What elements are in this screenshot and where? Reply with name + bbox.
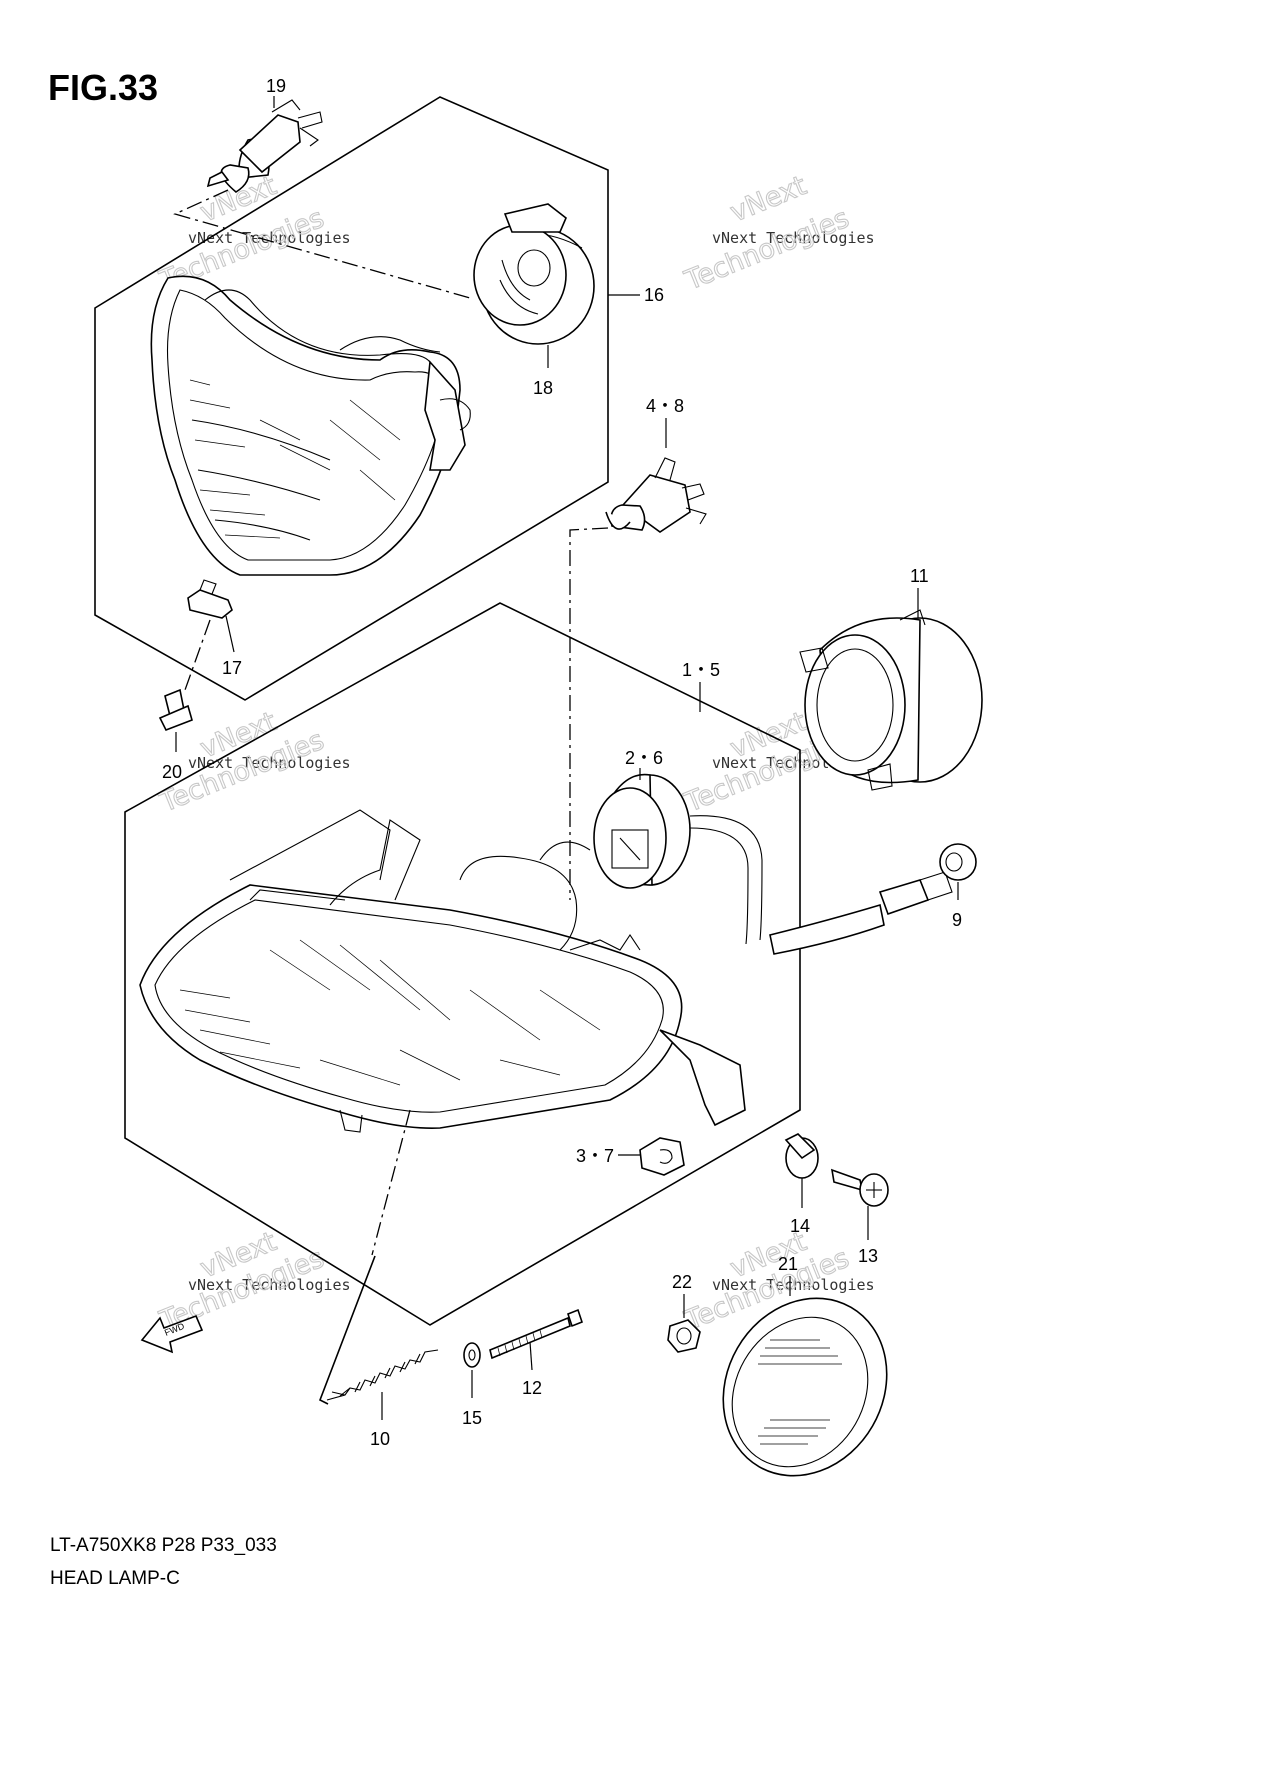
callout-11: 11 [910,566,929,586]
screw-13 [830,1168,889,1240]
clip-3-7 [618,1137,685,1176]
callout-12: 12 [522,1378,542,1398]
bulb-19 [206,96,323,193]
clip-17 [187,579,235,653]
figure-title: FIG.33 [48,67,158,108]
socket-cover-11 [799,588,983,791]
bulb-4-8 [605,418,707,533]
grommet-9 [939,843,977,900]
callout-9: 9 [952,910,962,930]
watermark-word: Technologies [680,203,853,297]
socket-2-6 [593,768,953,955]
callout-4-8: 4・8 [646,396,684,416]
callout-13: 13 [858,1246,878,1266]
screw-20 [158,688,193,752]
upper-headlamp-housing [150,275,471,576]
lower-assembly-frame [124,602,801,1326]
spring-10 [318,1255,439,1420]
leader-dashed-4-8 [569,527,609,900]
callout-18: 18 [533,378,553,398]
callout-20: 20 [162,762,182,782]
bolt-12 [489,1308,583,1371]
model-code: LT-A750XK8 P28 P33_033 [50,1535,277,1556]
callout-16: 16 [644,285,664,305]
callout-21: 21 [778,1254,798,1274]
callout-3-7: 3・7 [576,1146,614,1166]
watermark-text: vNext Technologies [188,754,351,772]
callout-15: 15 [462,1408,482,1428]
leader-dashed-17 [184,619,211,691]
nut-22 [667,1294,701,1353]
reflector-21 [722,1276,888,1477]
socket-cover-16 [473,203,595,368]
leader-dashed-19 [173,189,471,299]
watermark-text: vNext Technologies [188,1276,351,1294]
callout-17: 17 [222,658,242,678]
watermark-top-right: vNext vNext Technologies Technologies [680,170,875,298]
watermark-text: vNext Technologies [712,1276,875,1294]
grommet-14 [784,1133,819,1208]
callout-2-6: 2・6 [625,748,663,768]
callout-22: 22 [672,1272,692,1292]
figure-caption: HEAD LAMP-C [50,1568,180,1589]
washer-15 [463,1342,481,1398]
callout-14: 14 [790,1216,810,1236]
watermark-text: vNext Technologies [712,229,875,247]
callout-19: 19 [266,76,286,96]
watermark-text: vNext Technologies [188,229,351,247]
leader-dashed-lower [371,1109,411,1256]
upper-assembly-frame [94,96,609,701]
lower-headlamp-housing [139,809,746,1133]
callout-1-5: 1・5 [682,660,720,680]
callout-10: 10 [370,1429,390,1449]
